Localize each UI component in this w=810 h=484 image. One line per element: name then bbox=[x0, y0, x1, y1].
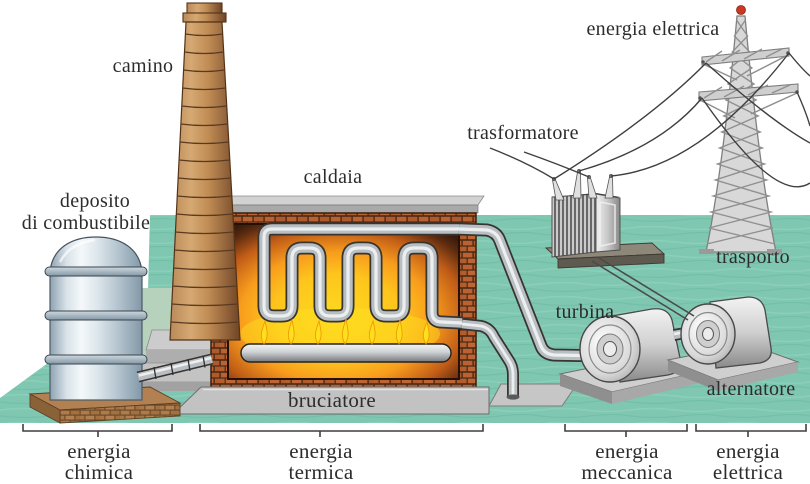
label-caldaia: caldaia bbox=[304, 166, 363, 188]
transformer bbox=[544, 168, 666, 269]
steam-serpentine-pipe bbox=[257, 222, 463, 330]
label-bruciatore: bruciatore bbox=[288, 388, 376, 412]
fuel-pipe bbox=[136, 353, 214, 383]
label-trasformatore: trasformatore bbox=[467, 122, 579, 144]
bracket-meccanica bbox=[564, 424, 688, 437]
return-pipe bbox=[461, 318, 520, 400]
steam-pipe-to-turbine bbox=[458, 222, 609, 363]
stage-chimica-line1: energia bbox=[67, 439, 131, 463]
alternator bbox=[666, 296, 800, 391]
tank-band bbox=[44, 266, 148, 277]
power-lines bbox=[489, 52, 810, 188]
stage-meccanica-line1: energia bbox=[595, 439, 659, 463]
label-camino: camino bbox=[113, 55, 174, 77]
energy-stage-brackets: energia chimica energia termica energia … bbox=[22, 424, 807, 484]
bracket-elettrica bbox=[695, 424, 807, 437]
label-deposito-line1: deposito bbox=[60, 190, 130, 212]
chimney bbox=[169, 2, 241, 341]
transmission-pylon bbox=[698, 5, 799, 254]
fuel-depot-tank bbox=[28, 236, 182, 424]
boiler-roof bbox=[198, 195, 485, 206]
pylon-foot bbox=[767, 249, 782, 254]
pylon-crossarm-upper bbox=[701, 47, 790, 81]
pylon-foot bbox=[699, 249, 714, 254]
tank-dome bbox=[49, 236, 143, 273]
stage-elettrica-line1: energia bbox=[716, 439, 780, 463]
flames bbox=[260, 318, 430, 345]
stage-chimica-line2: chimica bbox=[65, 460, 134, 484]
callout-labels: camino deposito di combustibile caldaia … bbox=[22, 18, 796, 412]
label-energia-elettrica-top: energia elettrica bbox=[587, 18, 720, 40]
turbine bbox=[558, 308, 702, 404]
label-deposito-line2: di combustibile bbox=[22, 212, 150, 234]
tank-band bbox=[44, 310, 148, 321]
label-turbina: turbina bbox=[556, 301, 615, 323]
tank-band bbox=[44, 354, 148, 365]
pylon-beacon bbox=[736, 5, 746, 15]
pylon-crossarm-lower bbox=[698, 83, 799, 119]
chimney-bands bbox=[170, 33, 240, 325]
bracket-termica bbox=[199, 424, 484, 437]
generator-cables bbox=[591, 257, 695, 321]
bracket-chimica bbox=[22, 424, 173, 437]
stage-meccanica-line2: meccanica bbox=[581, 460, 673, 484]
stage-termica-line2: termica bbox=[288, 460, 353, 484]
burner-tube bbox=[240, 343, 452, 363]
label-alternatore: alternatore bbox=[707, 378, 796, 400]
transformer-fins bbox=[551, 193, 597, 258]
stage-termica-line1: energia bbox=[289, 439, 353, 463]
label-trasporto: trasporto bbox=[716, 246, 790, 268]
transformer-bushings bbox=[552, 168, 614, 201]
boiler bbox=[171, 195, 490, 415]
stage-elettrica-line2: elettrica bbox=[713, 460, 784, 484]
boiler-base bbox=[171, 386, 490, 415]
